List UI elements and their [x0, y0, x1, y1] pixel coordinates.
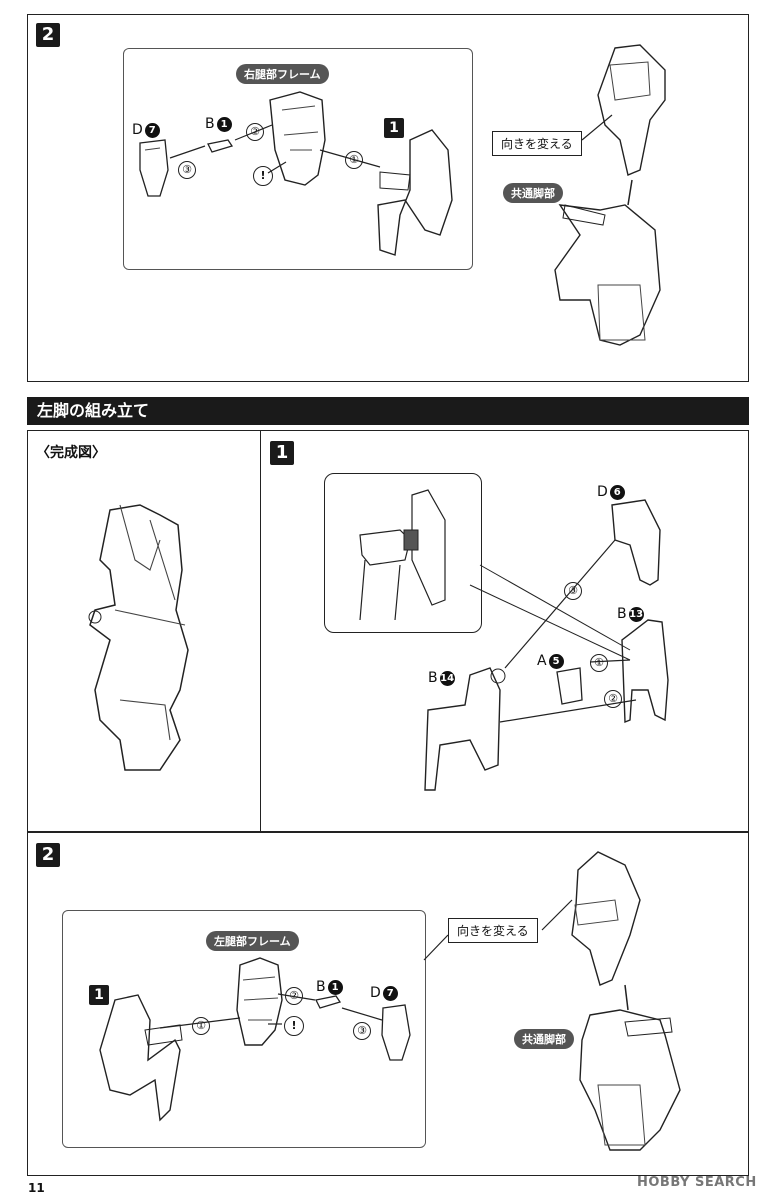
- step1-leg-drawing: [377, 129, 453, 256]
- step-number: 2: [36, 23, 60, 47]
- common-leg-drawing: [579, 1009, 681, 1151]
- arrow-step-1: ①: [590, 654, 608, 672]
- thigh-frame-drawing: [236, 957, 283, 1046]
- step-number-1: 1: [270, 441, 294, 465]
- completed-label: 〈完成図〉: [36, 445, 106, 461]
- common-leg-label: 共通脚部: [514, 1029, 574, 1049]
- top-panel-drawings: [139, 44, 666, 346]
- right-thigh-frame-box: [123, 48, 473, 270]
- step1-drawings: [359, 489, 669, 791]
- completed-leg-drawing: [88, 504, 189, 771]
- detail-zoom-box: [324, 473, 482, 633]
- warning-icon: !: [253, 166, 273, 186]
- part-label-d7: D 7: [370, 985, 398, 1001]
- part-a5-drawing: [556, 667, 583, 705]
- warning-icon: !: [284, 1016, 304, 1036]
- frame-label: 右腿部フレーム: [236, 64, 329, 84]
- part-b13-drawing: [621, 619, 669, 724]
- upper-leg-assembly-drawing: [571, 851, 641, 986]
- part-b1-drawing: [315, 995, 342, 1009]
- part-label-b14: B 14: [428, 670, 455, 686]
- thigh-frame-drawing: [269, 91, 326, 186]
- common-leg-label: 共通脚部: [503, 183, 563, 203]
- page-number: 11: [28, 1181, 45, 1195]
- part-label-b1: B 1: [316, 979, 343, 995]
- frame-label-left: 左腿部フレーム: [206, 931, 299, 951]
- section-header-left-leg: 左脚の組み立て: [27, 397, 749, 425]
- step-number-2: 2: [36, 843, 60, 867]
- upper-leg-assembly-drawing: [597, 44, 666, 176]
- part-d7-drawing: [139, 139, 169, 197]
- part-label-a5: A 5: [537, 653, 564, 669]
- part-b14-drawing: [424, 667, 501, 791]
- arrow-step-3: ③: [178, 161, 196, 179]
- common-leg-drawing: [554, 204, 661, 346]
- arrow-step-1: ①: [192, 1017, 210, 1035]
- rotate-callout: 向きを変える: [448, 918, 538, 943]
- watermark-logo: HOBBY SEARCH: [637, 1175, 757, 1190]
- part-d7-drawing: [381, 1004, 411, 1061]
- arrow-step-3: ③: [353, 1022, 371, 1040]
- part-label-b1: B 1: [205, 116, 232, 132]
- part-label-b13: B 13: [617, 606, 644, 622]
- completed-view-panel: [27, 430, 262, 832]
- rotate-callout: 向きを変える: [492, 131, 582, 156]
- part-label-d6: D 6: [597, 484, 625, 500]
- part-label-d7: D 7: [132, 122, 160, 138]
- part-d6-drawing: [611, 499, 661, 586]
- part-b1-drawing: [207, 139, 234, 153]
- ref-step-number: 1: [384, 118, 404, 138]
- arrow-step-3: ③: [564, 582, 582, 600]
- step1-leg-drawing: [99, 994, 181, 1122]
- ref-step-number: 1: [89, 985, 109, 1005]
